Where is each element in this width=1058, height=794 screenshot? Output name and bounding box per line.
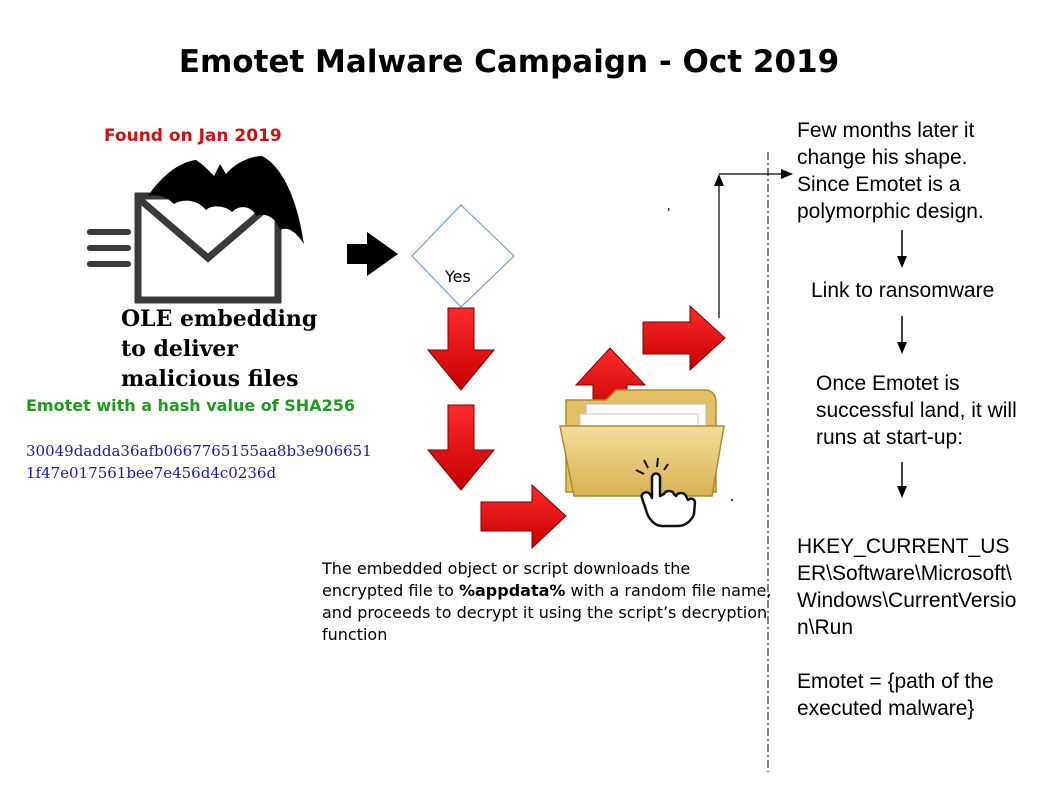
step-registry-key: HKEY_CURRENT_US ER\Software\Microsoft\ W… — [797, 535, 1017, 639]
folder-icon — [559, 389, 725, 497]
page-title: Emotet Malware Campaign - Oct 2019 — [178, 44, 840, 80]
download-description: The embedded object or script downloads … — [322, 558, 772, 646]
red-arrow-right-1 — [480, 483, 567, 550]
speck — [668, 208, 670, 211]
description-after: with a random file name, and proceeds to… — [322, 581, 772, 644]
description-before: The embedded object or script downloads … — [322, 559, 691, 600]
speck — [731, 499, 733, 501]
decision-label: Yes — [445, 267, 471, 286]
step-registry-value: Emotet = {path of the executed malware} — [797, 670, 994, 720]
found-date-label: Found on Jan 2019 — [104, 126, 282, 146]
step-ransomware: Link to ransomware — [811, 279, 995, 302]
hash-value: 30049dadda36afb0667765155aa8b3e906651 1f… — [26, 442, 372, 482]
bat-icon — [148, 156, 304, 244]
red-arrow-right-2 — [642, 304, 726, 372]
red-arrow-down-1 — [426, 307, 496, 391]
step-polymorphic: Few months later it change his shape. Si… — [797, 119, 984, 223]
ole-embedding-text: OLE embedding to deliver malicious files — [121, 306, 318, 392]
email-envelope-icon — [87, 192, 282, 304]
hash-label: Emotet with a hash value of SHA256 — [26, 396, 355, 415]
step-startup: Once Emotet is successful land, it will … — [816, 372, 1017, 449]
right-down-arrows — [897, 230, 907, 498]
description-highlight: %appdata% — [458, 581, 566, 600]
red-arrow-down-2 — [426, 404, 496, 491]
connector-line — [714, 169, 793, 318]
decision-diamond — [411, 204, 515, 308]
black-arrow — [347, 232, 398, 276]
hand-pointer-icon — [635, 457, 697, 528]
